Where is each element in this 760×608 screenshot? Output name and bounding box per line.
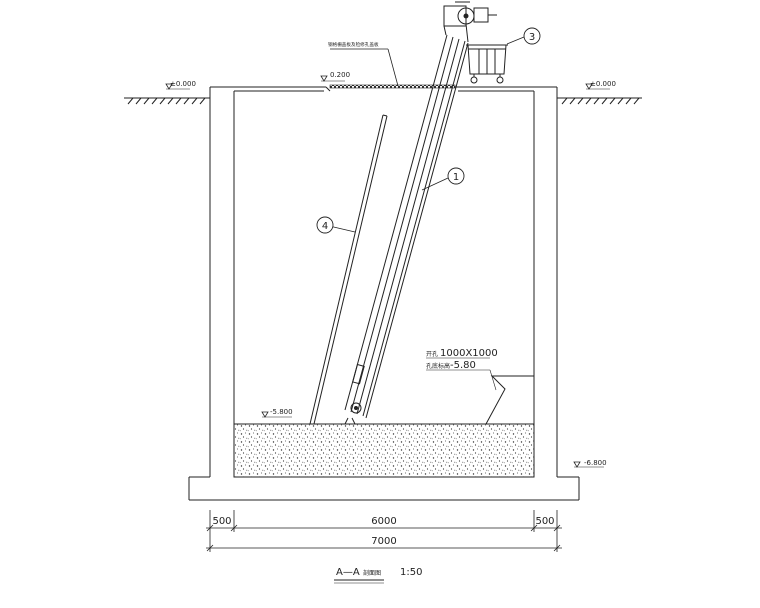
rake-machine — [344, 34, 469, 425]
level-marker-pit-floor: -5.800 — [261, 408, 293, 418]
level-marker-ground-right: ±0.000 — [585, 80, 616, 90]
svg-text:±0.000: ±0.000 — [590, 80, 616, 88]
waste-bin — [466, 44, 508, 84]
dim-left: 500 — [212, 516, 231, 527]
dim-middle: 6000 — [371, 516, 396, 527]
dim-total: 7000 — [371, 536, 396, 547]
level-marker-cover: 0.200 — [320, 71, 350, 82]
svg-text:-5.800: -5.800 — [270, 408, 293, 416]
svg-text:开孔: 开孔 — [426, 350, 438, 358]
svg-text:3: 3 — [529, 32, 535, 43]
dimension-lines — [206, 510, 562, 552]
grating-cover — [329, 84, 456, 89]
ground-right — [557, 97, 642, 105]
svg-text:1:50: 1:50 — [400, 567, 422, 578]
note-top: 钢格栅盖板及检修孔盖板 — [328, 41, 379, 48]
callout-leaders — [324, 36, 525, 233]
ground-left — [124, 97, 210, 105]
callout-3: 3 — [523, 27, 541, 45]
svg-text:-5.80: -5.80 — [450, 360, 476, 371]
drawing-title: A—A 剖面图 1:50 — [334, 567, 422, 584]
dim-right: 500 — [535, 516, 554, 527]
svg-text:1: 1 — [453, 172, 459, 183]
gravel-fill — [233, 423, 535, 478]
svg-text:剖面图: 剖面图 — [363, 569, 381, 577]
svg-text:1000X1000: 1000X1000 — [440, 348, 498, 359]
callout-4: 4 — [316, 216, 334, 234]
opening-break-symbol — [485, 375, 534, 425]
svg-text:A—A: A—A — [336, 567, 360, 578]
callout-1: 1 — [447, 167, 465, 185]
svg-text:-6.800: -6.800 — [584, 459, 607, 467]
bar-screen — [309, 114, 388, 425]
svg-text:±0.000: ±0.000 — [170, 80, 196, 88]
level-marker-ground-left: ±0.000 — [165, 80, 196, 90]
opening-note: 开孔 1000X1000 孔底标高 -5.80 — [426, 348, 498, 391]
svg-text:4: 4 — [322, 221, 328, 232]
drive-head — [443, 1, 497, 43]
svg-text:孔底标高: 孔底标高 — [426, 362, 450, 370]
level-marker-base: -6.800 — [573, 459, 607, 468]
svg-text:0.200: 0.200 — [330, 71, 350, 79]
